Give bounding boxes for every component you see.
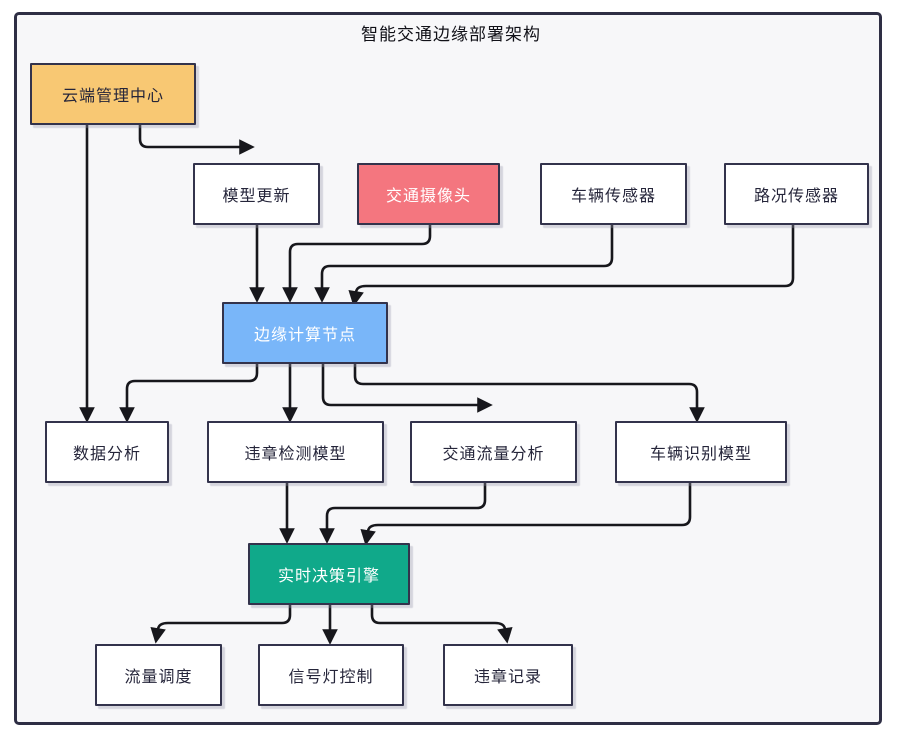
edge-edge-compute-node-to-traffic-flow-analysis (321, 364, 493, 413)
node-model-update: 模型更新 (193, 163, 320, 225)
node-violation-record: 违章记录 (443, 644, 573, 706)
node-road-condition-sensor: 路况传感器 (724, 163, 869, 225)
node-realtime-decision-engine: 实时决策引擎 (248, 543, 410, 605)
node-label-edge-compute-node: 边缘计算节点 (253, 327, 356, 344)
edge-edge-compute-node-to-vehicle-recognition-model (353, 364, 705, 423)
node-label-vehicle-sensor: 车辆传感器 (570, 188, 656, 205)
edge-vehicle-recognition-model-to-realtime-decision-engine (360, 483, 692, 546)
node-data-analysis: 数据分析 (45, 421, 169, 483)
edge-vehicle-sensor-to-edge-compute-node (314, 225, 614, 303)
node-edge-compute-node: 边缘计算节点 (222, 302, 388, 364)
node-signal-light-control: 信号灯控制 (258, 644, 404, 706)
node-cloud-management-center: 云端管理中心 (30, 63, 196, 125)
node-label-traffic-camera: 交通摄像头 (385, 188, 471, 205)
node-label-model-update: 模型更新 (222, 188, 291, 205)
edge-group (79, 125, 795, 645)
node-label-road-condition-sensor: 路况传感器 (753, 188, 839, 205)
node-label-flow-dispatch: 流量调度 (124, 669, 193, 686)
edge-realtime-decision-engine-to-flow-dispatch (150, 605, 292, 644)
node-label-violation-detection-model: 违章检测模型 (244, 446, 347, 463)
node-label-cloud-management-center: 云端管理中心 (61, 88, 164, 105)
node-flow-dispatch: 流量调度 (95, 644, 222, 706)
node-label-traffic-flow-analysis: 交通流量分析 (442, 446, 545, 463)
node-vehicle-sensor: 车辆传感器 (540, 163, 687, 225)
node-label-signal-light-control: 信号灯控制 (288, 669, 374, 686)
diagram-title: 智能交通边缘部署架构 (361, 25, 541, 44)
node-vehicle-recognition-model: 车辆识别模型 (615, 421, 787, 483)
node-label-violation-record: 违章记录 (473, 669, 542, 686)
edge-traffic-flow-analysis-to-realtime-decision-engine (319, 483, 487, 544)
node-label-vehicle-recognition-model: 车辆识别模型 (649, 446, 752, 463)
edge-edge-compute-node-to-data-analysis (119, 364, 259, 423)
edge-cloud-management-center-to-model-update (138, 125, 255, 155)
node-traffic-flow-analysis: 交通流量分析 (410, 421, 577, 483)
node-label-data-analysis: 数据分析 (72, 446, 141, 463)
node-traffic-camera: 交通摄像头 (357, 163, 500, 225)
diagram-panel-border (14, 12, 882, 725)
node-label-realtime-decision-engine: 实时决策引擎 (277, 568, 380, 585)
edge-traffic-camera-to-edge-compute-node (282, 225, 432, 303)
edge-road-condition-sensor-to-edge-compute-node (348, 225, 795, 307)
node-violation-detection-model: 违章检测模型 (207, 421, 384, 483)
edge-realtime-decision-engine-to-violation-record (370, 605, 513, 644)
